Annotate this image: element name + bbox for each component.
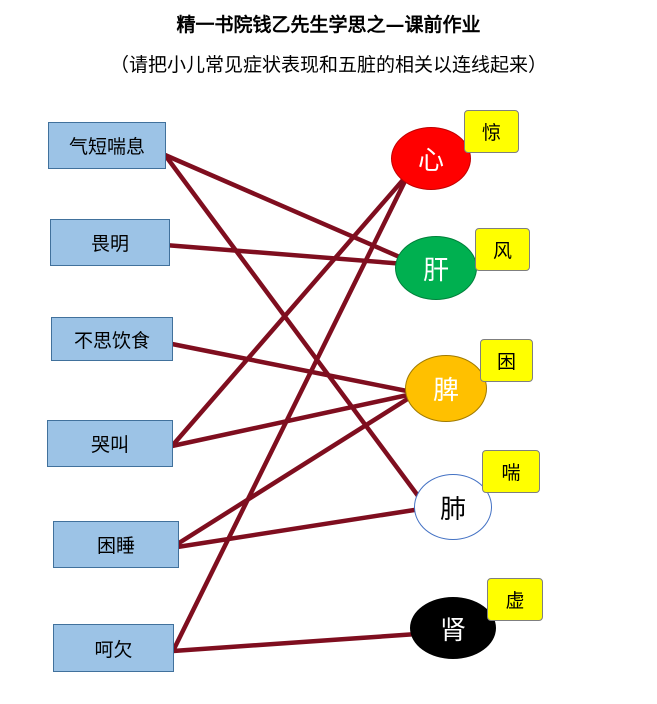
- organ-lung-circle[interactable]: 肺: [414, 474, 492, 540]
- spleen-tag: 困: [480, 339, 533, 382]
- symptom-box-drowsiness[interactable]: 困睡: [53, 521, 179, 568]
- symptom-label: 畏明: [90, 233, 129, 255]
- symptom-box-shortness-of-breath[interactable]: 气短喘息: [48, 122, 166, 169]
- connection-line: [168, 505, 430, 551]
- symptom-label: 困睡: [96, 535, 135, 557]
- instructions: （请把小儿常见症状表现和五脏的相关以连线起来）: [109, 54, 547, 76]
- organ-heart-circle[interactable]: 心: [391, 127, 471, 190]
- organ-label: 肾: [439, 615, 466, 646]
- organ-liver-circle[interactable]: 肝: [395, 236, 477, 300]
- tag-label: 惊: [481, 122, 501, 144]
- organ-label: 肺: [439, 494, 466, 525]
- organ-label: 脾: [432, 376, 459, 406]
- connection-line: [169, 390, 420, 449]
- kidney-tag: 虚: [487, 578, 543, 621]
- connection-line: [164, 340, 420, 396]
- tag-label: 风: [492, 240, 512, 262]
- tag-label: 虚: [505, 590, 525, 612]
- heart-tag: 惊: [464, 110, 519, 153]
- symptom-box-photophobia[interactable]: 畏明: [50, 219, 170, 266]
- lung-tag: 喘: [482, 450, 540, 493]
- connection-line: [149, 241, 421, 268]
- connection-line: [169, 170, 412, 449]
- organ-spleen-circle[interactable]: 脾: [405, 355, 487, 422]
- connection-line: [162, 152, 430, 511]
- symptom-box-poor-appetite[interactable]: 不思饮食: [51, 317, 173, 361]
- symptom-label: 不思饮食: [73, 329, 150, 352]
- tag-label: 困: [496, 351, 516, 373]
- organ-label: 肝: [422, 255, 449, 286]
- organ-kidney-circle[interactable]: 肾: [410, 597, 496, 659]
- liver-tag: 风: [475, 228, 530, 271]
- symptom-box-yawning[interactable]: 呵欠: [53, 624, 174, 672]
- symptom-label: 呵欠: [94, 638, 133, 661]
- connection-line: [170, 629, 449, 654]
- organ-label: 心: [417, 146, 444, 176]
- connection-line: [170, 170, 412, 654]
- tag-label: 喘: [501, 462, 521, 484]
- symptom-box-crying[interactable]: 哭叫: [47, 420, 173, 467]
- page-title: 精一书院钱乙先生学思之—课前作业: [176, 14, 481, 36]
- symptom-label: 气短喘息: [68, 136, 145, 158]
- connection-line: [162, 152, 421, 268]
- symptom-label: 哭叫: [90, 434, 129, 456]
- connection-line: [168, 390, 420, 551]
